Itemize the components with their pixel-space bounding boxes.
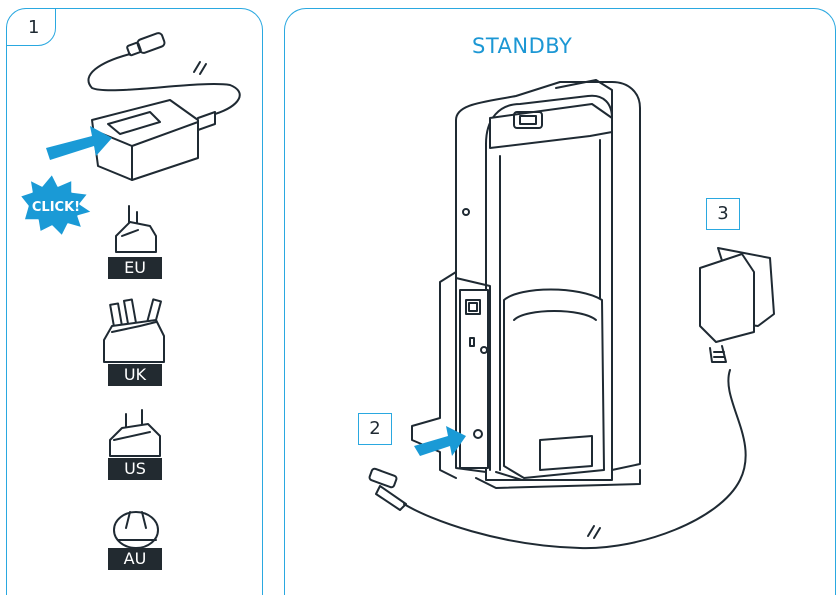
step-1-number: 1 [28,17,40,38]
wall-adapter-icon [699,247,775,363]
power-supply-icon [87,32,241,181]
uk-plug-icon [103,298,165,363]
adapter-panel [5,7,263,595]
standby-title: STANDBY [472,34,573,58]
step-3-callout: 3 [706,198,740,230]
step-2-callout: 2 [358,413,392,445]
standby-panel [284,8,836,595]
eu-plug-icon [115,205,157,253]
click-label: CLICK! [32,200,80,215]
plug-label-au: AU [108,548,162,570]
plug-label-us: US [108,458,162,480]
charging-base-icon [411,79,641,489]
click-burst [19,173,93,237]
insert-arrow [46,126,112,160]
us-plug-icon [109,409,161,457]
step-1-tab [5,7,56,46]
dc-plug-icon [368,369,747,550]
au-plug-icon [113,511,159,549]
insert-arrow-dc [414,426,466,456]
plug-label-uk: UK [108,364,162,386]
plug-label-eu: EU [108,257,162,279]
